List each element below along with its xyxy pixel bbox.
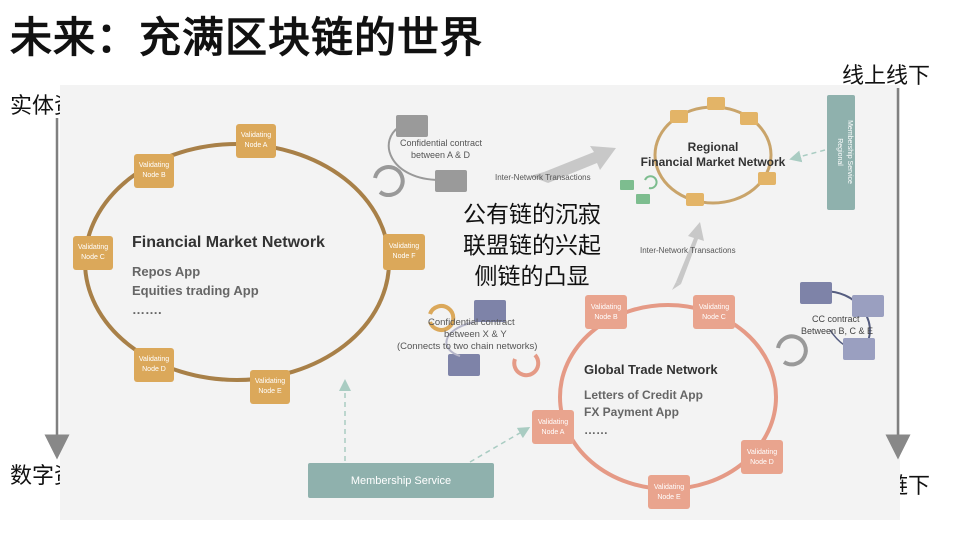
contract-ad-group [373,115,467,197]
gtn-node-a[interactable]: Validating Node A [532,410,574,444]
regional-membership-label-1: Regional [836,138,843,166]
fmn-node-e[interactable]: Validating Node E [250,370,290,404]
fmn-app-1: Repos App [132,264,200,279]
center-line-side-chain: 侧链的凸显 [474,264,590,290]
svg-text:Node B: Node B [594,314,618,321]
inter-network-arrow-2 [672,222,704,290]
rfmn-node-3[interactable] [740,112,758,125]
svg-text:Node E: Node E [657,494,681,501]
membership-service-label: Membership Service [351,475,451,487]
gtn-app-2: FX Payment App [584,405,679,419]
center-line-consortium-chain: 联盟链的兴起 [463,233,601,259]
svg-text:Validating: Validating [139,356,169,363]
fmn-node-d[interactable]: Validating Node D [134,348,174,382]
rfmn-node-1[interactable] [707,97,725,110]
center-annotation: 公有链的沉寂 联盟链的兴起 侧链的凸显 [432,200,632,293]
gtn-app-1: Letters of Credit App [584,388,703,402]
svg-text:Node D: Node D [750,459,774,466]
gtn-node-c[interactable]: Validating Node C [693,295,735,329]
svg-text:Validating: Validating [255,378,285,385]
global-trade-network-title: Global Trade Network [584,362,718,377]
contract-xy-line2: between X & Y [444,329,507,340]
regional-contract-icon [620,175,658,204]
rfmn-node-2[interactable] [670,110,688,123]
membership-service-button[interactable] [308,463,494,498]
svg-text:Validating: Validating [591,304,621,311]
svg-text:Validating: Validating [699,304,729,311]
svg-text:Node B: Node B [142,172,166,179]
fmn-node-b[interactable]: Validating Node B [134,154,174,188]
contract-ad-line2: between A & D [411,150,471,160]
svg-text:Validating: Validating [654,484,684,491]
regional-network-title-1: Regional [688,140,739,154]
contract-xy-group [428,300,541,378]
fmn-app-2: Equities trading App [132,283,259,298]
rfmn-node-5[interactable] [686,193,704,206]
svg-text:Validating: Validating [241,132,271,139]
gtn-node-d[interactable]: Validating Node D [741,440,783,474]
membership-arrow-right [469,426,531,463]
rfmn-node-4[interactable] [758,172,776,185]
contract-xy-line3: (Connects to two chain networks) [397,341,537,352]
inter-network-arrow-1 [530,146,616,183]
fmn-node-f[interactable]: Validating Node F [383,234,425,270]
inter-network-label-2: Inter-Network Transactions [640,246,736,255]
financial-market-network-title: Financial Market Network [132,234,325,251]
contract-xy-line1: Confidential contract [428,317,515,328]
svg-text:Node C: Node C [702,314,726,321]
cc-contract-line1: CC contract [812,314,860,324]
inter-network-label-1: Inter-Network Transactions [495,173,591,182]
fmn-node-a[interactable]: Validating Node A [236,124,276,158]
regional-network-title-2: Financial Market Network [641,155,786,169]
svg-text:Validating: Validating [538,419,568,426]
svg-text:Validating: Validating [78,244,108,251]
svg-text:Node A: Node A [245,142,268,149]
svg-text:Node E: Node E [258,388,282,395]
regional-membership-label-2: Membership Service [846,120,853,184]
gtn-app-3: …… [584,423,608,437]
svg-text:Node C: Node C [81,254,105,261]
fmn-node-c[interactable]: Validating Node C [73,236,113,270]
fmn-app-3: ……. [132,302,162,317]
svg-text:Node D: Node D [142,366,166,373]
slide-title: 未来：充满区块链的世界 [10,13,484,62]
center-line-public-chain: 公有链的沉寂 [463,202,601,228]
cc-contract-line2: Between B, C & E [801,326,873,336]
svg-text:Validating: Validating [389,243,419,250]
contract-ad-line1: Confidential contract [400,138,483,148]
label-online-offline: 线上线下 [842,64,931,89]
svg-text:Validating: Validating [747,449,777,456]
gtn-node-b[interactable]: Validating Node B [585,295,627,329]
svg-text:Node F: Node F [393,253,416,260]
svg-text:Validating: Validating [139,162,169,169]
cc-contract-group [776,282,884,367]
gtn-node-e[interactable]: Validating Node E [648,475,690,509]
svg-text:Node A: Node A [542,429,565,436]
regional-membership-service[interactable] [827,95,855,210]
